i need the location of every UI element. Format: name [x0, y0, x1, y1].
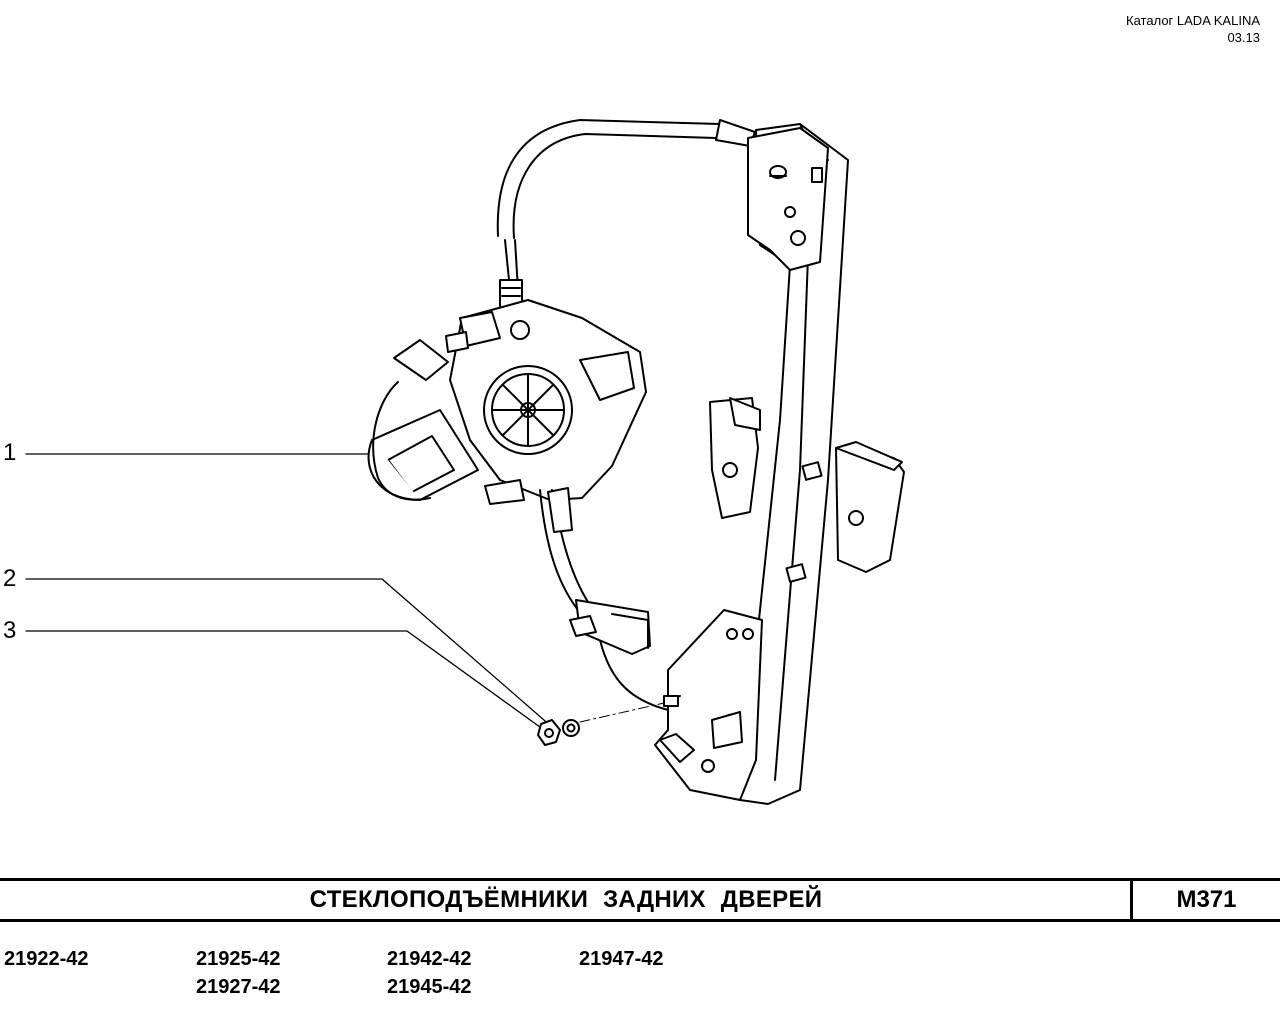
model-number: 21922-42 — [4, 948, 89, 970]
model-number: 21947-42 — [579, 948, 664, 970]
page-code: М371 — [1176, 886, 1237, 913]
model-number: 21925-42 — [196, 948, 281, 970]
catalog-header: Каталог LADA KALINA 03.13 — [1126, 12, 1260, 46]
model-number: 21927-42 — [196, 976, 281, 998]
motor-gearbox — [367, 299, 647, 505]
leader-lines — [25, 453, 553, 731]
window-regulator-drawing — [25, 119, 905, 805]
guide-rail — [654, 123, 849, 805]
nut-washer — [537, 719, 580, 746]
title-divider — [1130, 881, 1133, 919]
model-number: 21945-42 — [387, 976, 472, 998]
wiring-harness — [372, 381, 669, 711]
callout-1: 1 — [3, 439, 17, 466]
page-title: СТЕКЛОПОДЪЁМНИКИ ЗАДНИХ ДВЕРЕЙ — [309, 886, 823, 913]
title-band: СТЕКЛОПОДЪЁМНИКИ ЗАДНИХ ДВЕРЕЙ М371 — [0, 878, 1280, 922]
assembly-axis — [579, 702, 665, 723]
catalog-date: 03.13 — [1227, 30, 1260, 45]
callout-3: 3 — [3, 617, 17, 644]
catalog-title: Каталог LADA KALINA — [1126, 13, 1260, 28]
callout-2: 2 — [3, 565, 17, 592]
model-number: 21942-42 — [387, 948, 472, 970]
glass-clamps — [709, 397, 905, 583]
cable-guide — [496, 119, 756, 309]
